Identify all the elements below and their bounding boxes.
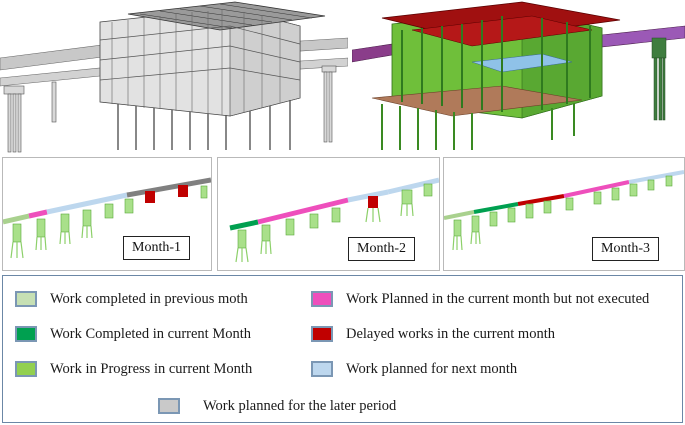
legend-item: Work Completed in current Month [15, 324, 251, 344]
legend-swatch-not-executed [311, 291, 333, 307]
legend-swatch-completed [15, 326, 37, 342]
legend: Work completed in previous moth Work Com… [2, 275, 683, 423]
legend-item: Work planned for next month [311, 359, 517, 379]
legend-swatch-later-period [158, 398, 180, 414]
legend-label: Work Completed in current Month [50, 325, 251, 342]
month-3-panel: Month-3 [443, 157, 685, 271]
month-2-panel: Month-2 [217, 157, 440, 271]
month-2-label: Month-2 [348, 237, 415, 261]
legend-item: Delayed works in the current month [311, 324, 555, 344]
legend-swatch-next-month [311, 361, 333, 377]
month-3-label: Month-3 [592, 237, 659, 261]
structural-model-gray [0, 0, 348, 154]
legend-item: Work in Progress in current Month [15, 359, 252, 379]
legend-label: Work Planned in the current month but no… [346, 290, 650, 307]
legend-item: Work Planned in the current month but no… [311, 289, 649, 309]
legend-item: Work completed in previous moth [15, 289, 248, 309]
legend-label: Work completed in previous moth [50, 290, 248, 307]
month-1-panel: Month-1 [2, 157, 212, 271]
legend-swatch-in-progress [15, 361, 37, 377]
legend-label: Work planned for next month [346, 360, 518, 377]
legend-swatch-previous [15, 291, 37, 307]
legend-label: Work planned for the later period [203, 397, 397, 414]
legend-label: Work in Progress in current Month [50, 360, 253, 377]
legend-item: Work planned for the later period [158, 396, 396, 416]
legend-label: Delayed works in the current month [346, 325, 555, 342]
legend-swatch-delayed [311, 326, 333, 342]
month-1-label: Month-1 [123, 236, 190, 260]
structural-model-colored [352, 0, 685, 154]
